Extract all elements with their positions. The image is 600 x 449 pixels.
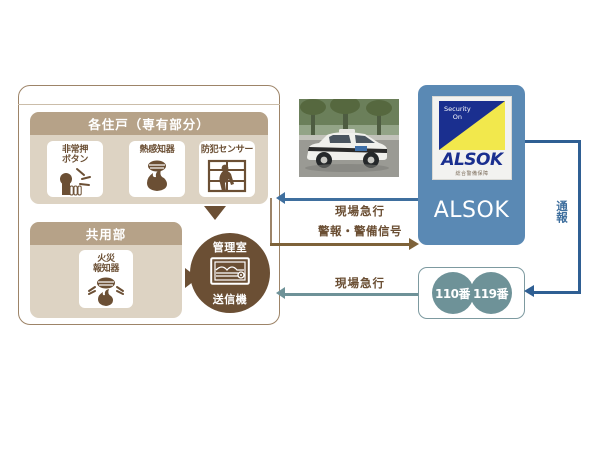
building-divider [18, 104, 280, 105]
patrol-car-photo [299, 99, 399, 177]
emergency-circle-110: 110番 [431, 272, 474, 314]
device-label-fire-alarm: 火災 報知器 [92, 254, 120, 274]
emergency-services-node: 110番 119番 [418, 267, 525, 319]
building-right-connector [270, 198, 272, 244]
dwelling-section-header: 各住戸（専有部分） [30, 112, 268, 135]
arrow-building-to-alsok-line [270, 243, 411, 246]
device-label-heat-detector: 熱感知器 [139, 145, 175, 155]
device-card-emergency-button: 非常押 ボタン [47, 141, 103, 197]
arrow-alsok-to-emergency-top [525, 140, 581, 143]
arrow-alsok-to-emergency-right [578, 140, 581, 294]
device-label-intrusion-sensor: 防犯センサー [200, 145, 254, 155]
control-room-top-label: 管理室 [212, 241, 248, 254]
flow-label-building-to-alsok: 警報・警備信号 [318, 224, 402, 238]
arrow-alsok-to-building-head [276, 192, 285, 204]
flow-label-alsok-to-emergency: 通報 [555, 200, 569, 223]
common-area-section-header: 共用部 [30, 222, 182, 245]
arrow-dwelling-to-control [204, 206, 226, 220]
arrow-emergency-to-building-line [284, 293, 418, 296]
arrow-alsok-to-emergency-head [524, 285, 534, 297]
control-room-node: 管理室 送信機 [190, 233, 270, 313]
device-card-heat-detector: 熱感知器 [129, 141, 185, 197]
alsok-security-on-text: Security On [444, 105, 471, 121]
transmitter-icon [210, 257, 250, 289]
device-card-intrusion-sensor: 防犯センサー [199, 141, 255, 197]
emergency-circle-119: 119番 [469, 272, 512, 314]
heat-detector-icon [129, 155, 185, 197]
device-card-fire-alarm: 火災 報知器 [79, 250, 133, 308]
alsok-logo-subtitle: 総合警備保障 [455, 171, 489, 177]
arrow-building-to-alsok-head [409, 237, 419, 250]
alsok-logo: Security On ALSOK 総合警備保障 [432, 96, 512, 180]
alsok-wordmark: ALSOK [441, 150, 503, 170]
emergency-button-icon [47, 165, 103, 197]
arrow-alsok-to-building-line [284, 198, 418, 201]
flow-label-emergency-to-building: 現場急行 [335, 276, 385, 290]
alsok-flag-icon: Security On [439, 101, 505, 150]
device-label-emergency-button: 非常押 ボタン [61, 145, 89, 165]
alsok-node-label: ALSOK [433, 197, 510, 223]
fire-alarm-icon [79, 274, 133, 308]
intrusion-sensor-icon [199, 155, 255, 197]
arrow-alsok-to-emergency-bottom [534, 291, 581, 294]
flow-label-alsok-to-building: 現場急行 [335, 204, 385, 218]
arrow-emergency-to-building-head [276, 287, 285, 299]
control-room-bottom-label: 送信機 [212, 293, 248, 306]
